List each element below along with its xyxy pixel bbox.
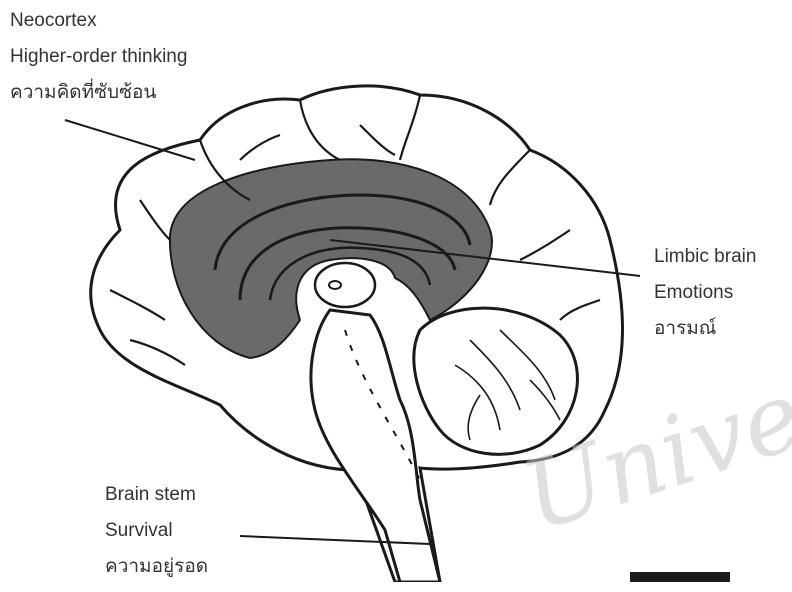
brainstem-thai: ความอยู่รอด xyxy=(105,556,208,578)
corner-bar xyxy=(630,572,730,582)
neocortex-thai: ความคิดที่ซับซ้อน xyxy=(10,82,187,104)
limbic-function: Emotions xyxy=(654,282,756,304)
limbic-label-group: Limbic brain Emotions อารมณ์ xyxy=(654,246,756,354)
thalamus xyxy=(315,263,375,307)
limbic-thai: อารมณ์ xyxy=(654,318,756,340)
neocortex-title: Neocortex xyxy=(10,10,187,32)
limbic-title: Limbic brain xyxy=(654,246,756,268)
brainstem-label-group: Brain stem Survival ความอยู่รอด xyxy=(105,484,208,592)
brainstem-function: Survival xyxy=(105,520,208,542)
neocortex-function: Higher-order thinking xyxy=(10,46,187,68)
brainstem-title: Brain stem xyxy=(105,484,208,506)
leader-neocortex xyxy=(65,120,195,160)
neocortex-label-group: Neocortex Higher-order thinking ความคิดท… xyxy=(10,10,187,118)
